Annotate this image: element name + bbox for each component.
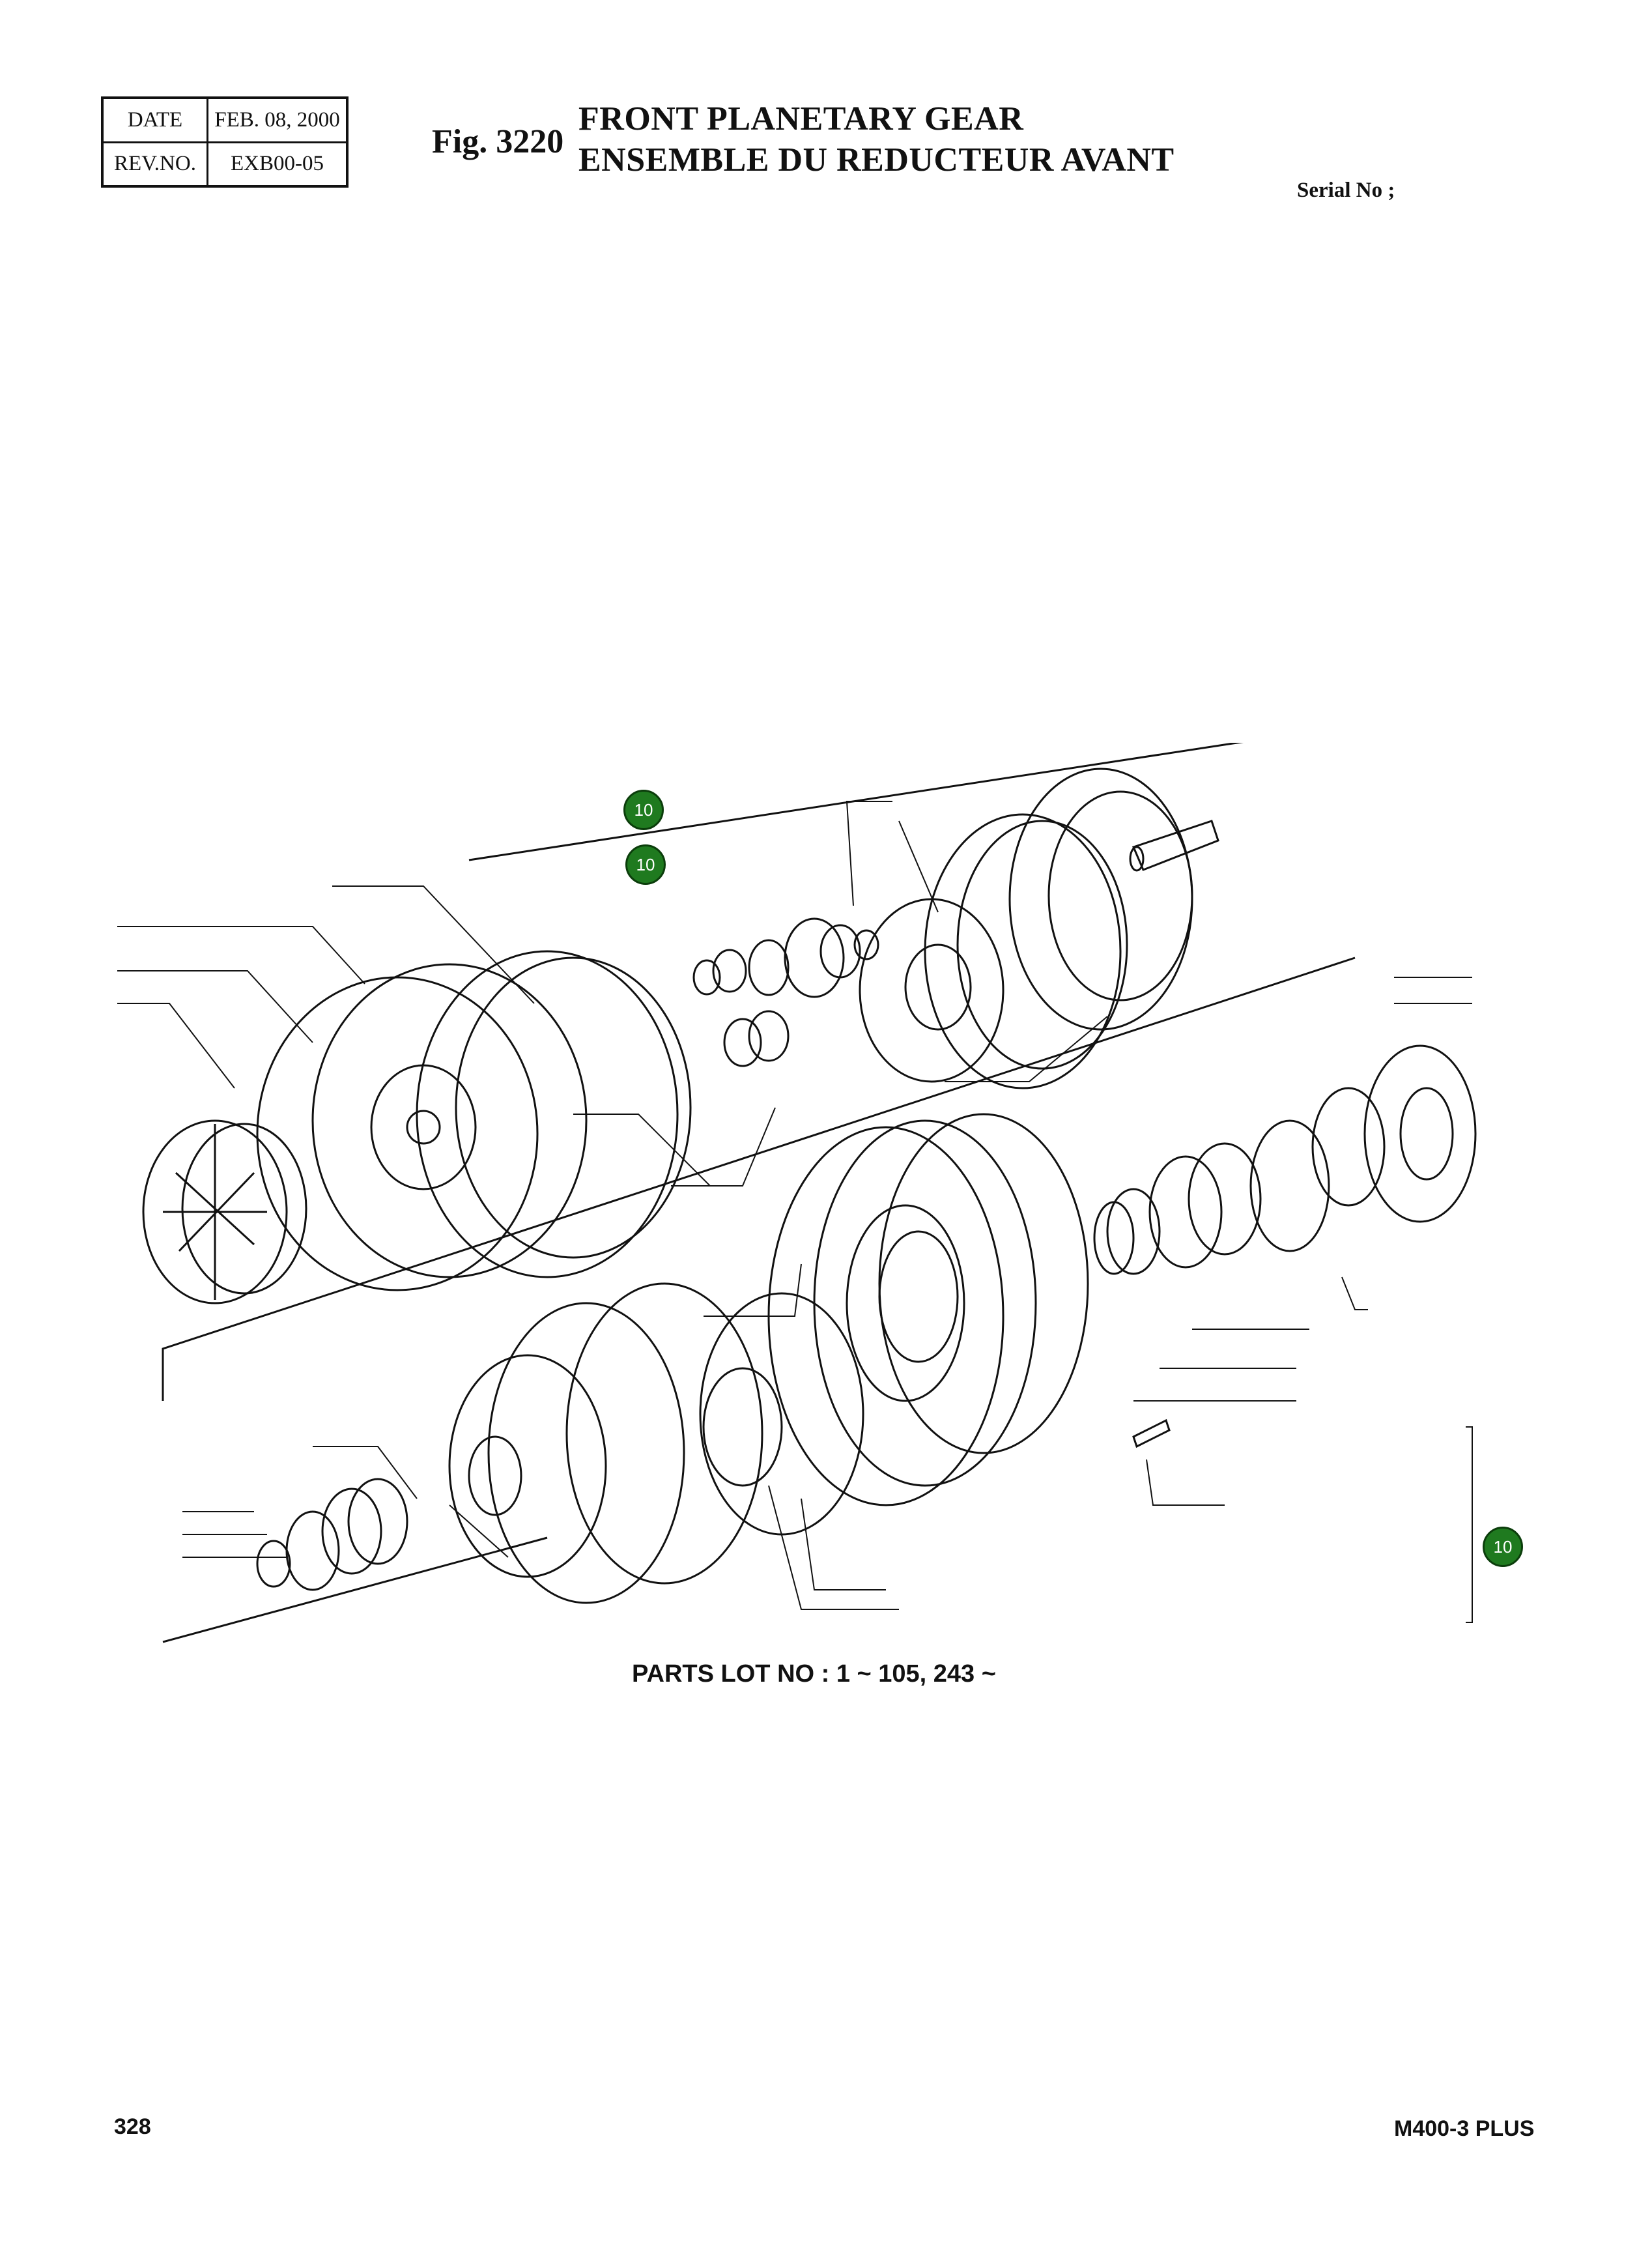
lock-nut-part <box>256 1478 408 1591</box>
rev-label: REV.NO. <box>101 141 208 188</box>
exploded-parts-diagram <box>117 743 1477 1643</box>
leader-lines <box>117 801 1473 1623</box>
page-number: 328 <box>114 2114 151 2139</box>
serial-number-label: Serial No ; <box>1297 179 1395 202</box>
planet-gears-part <box>692 917 879 1067</box>
date-value: FEB. 08, 2000 <box>206 96 349 143</box>
bearings-seals-part <box>1093 1044 1477 1275</box>
upper-housing-part <box>256 950 692 1291</box>
wheel-hub-part <box>767 1113 1089 1506</box>
planet-carrier-part <box>859 768 1193 1089</box>
assembly-divider-line <box>162 957 1356 1401</box>
revision-table: DATE FEB. 08, 2000 REV.NO. EXB00-05 <box>101 96 349 188</box>
wheel-stud-part <box>1132 1418 1171 1448</box>
figure-number: Fig. 3220 <box>432 123 564 160</box>
parts-lot-number: PARTS LOT NO : 1 ~ 105, 243 ~ <box>632 1660 996 1688</box>
callout-marker-2[interactable]: 10 <box>625 844 666 885</box>
date-label: DATE <box>101 96 208 143</box>
model-name: M400-3 PLUS <box>1394 2116 1535 2141</box>
lower-ring-gear-part <box>448 1282 864 1604</box>
drive-cover-part <box>142 1119 307 1304</box>
shaft-part <box>1129 820 1219 872</box>
callout-marker-3[interactable]: 10 <box>1483 1527 1523 1567</box>
callout-marker-1[interactable]: 10 <box>623 790 664 830</box>
page-title-french: ENSEMBLE DU REDUCTEUR AVANT <box>578 141 1175 179</box>
page-title-english: FRONT PLANETARY GEAR <box>578 100 1024 137</box>
rev-value: EXB00-05 <box>206 141 349 188</box>
